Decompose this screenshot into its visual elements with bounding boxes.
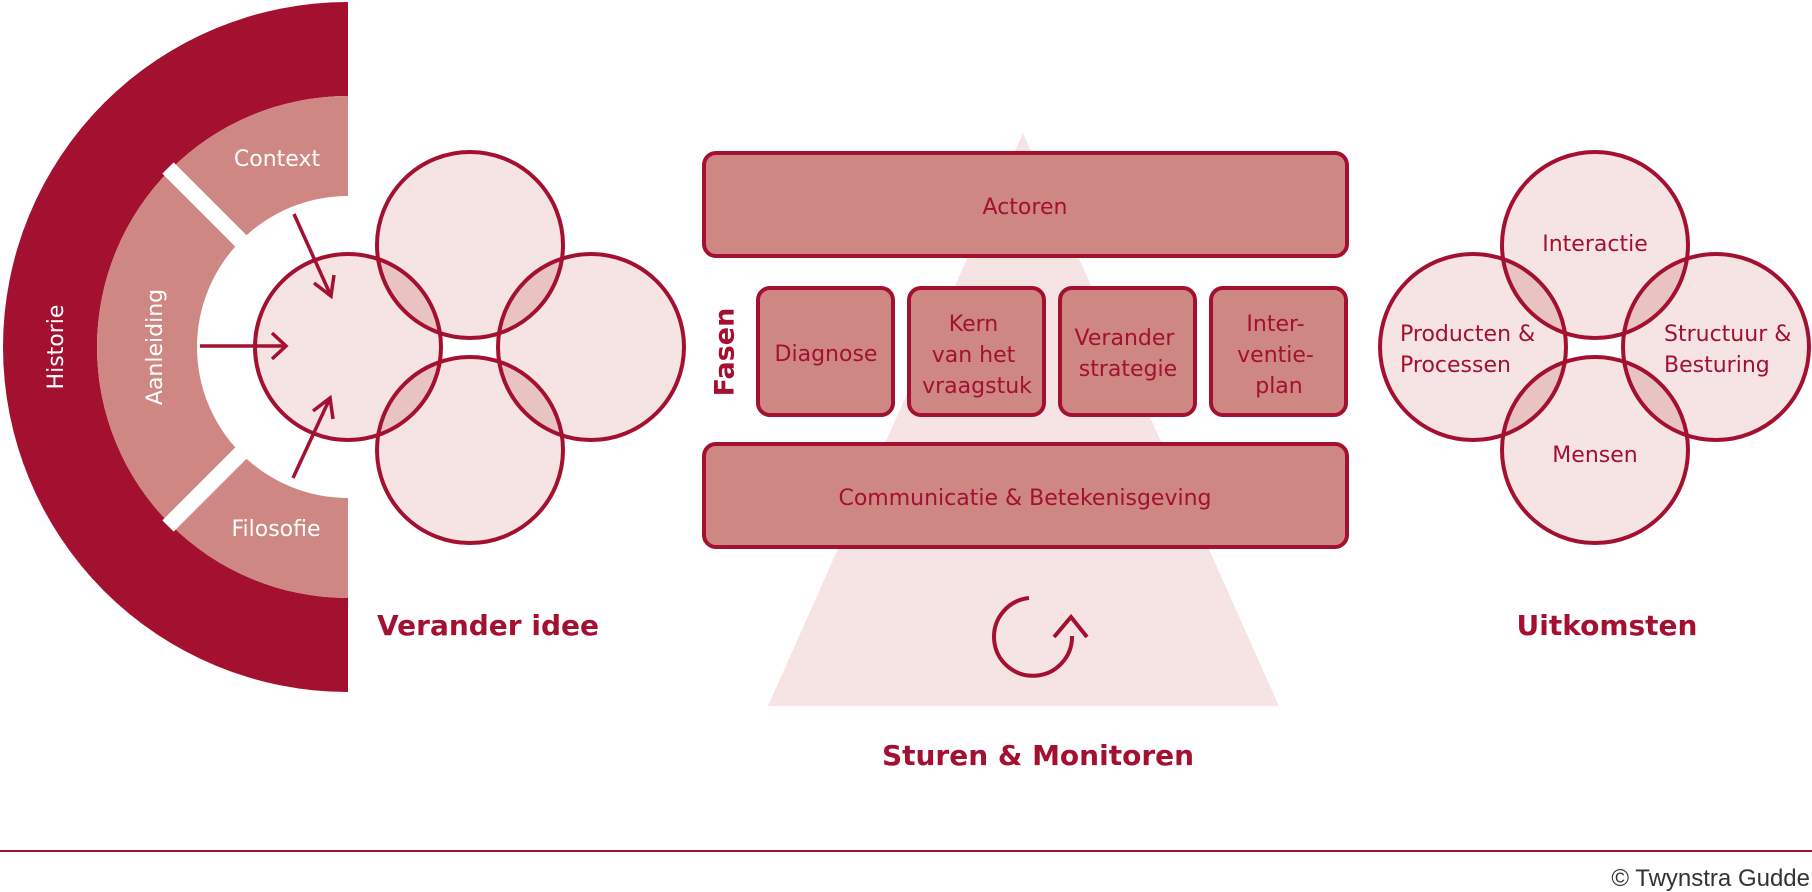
phase-boxes: Diagnose Kern van het vraagstuk Verander… [756, 286, 1348, 417]
phase-interventieplan-label: Inter- ventie- plan [1237, 312, 1321, 399]
copyright-text: © Twynstra Gudde [1611, 865, 1810, 892]
sturen-monitoren-title: Sturen & Monitoren [882, 739, 1194, 772]
producten-label: Producten & Processen [1400, 322, 1542, 378]
verander-idee-title: Verander idee [377, 609, 599, 642]
phase-strategie-label: Verander strategie [1075, 326, 1182, 382]
ring-separator-top [162, 162, 249, 249]
communicatie-bar [702, 442, 1349, 549]
interactie-label: Interactie [1542, 232, 1648, 257]
historie-label: Historie [44, 305, 69, 390]
context-label: Context [234, 147, 321, 172]
phase-box-interventieplan [1209, 286, 1348, 417]
left-semicircle-group: Historie Aanleiding Context Filosofie [3, 2, 348, 692]
structuur-label: Structuur & Besturing [1664, 322, 1798, 378]
inner-ring [97, 96, 348, 598]
phase-box-diagnose [756, 286, 895, 417]
pyramid-background [768, 133, 1279, 706]
communicatie-label: Communicatie & Betekenisgeving [838, 486, 1211, 511]
historie-ring [3, 2, 348, 692]
phase-box-strategie [1058, 286, 1197, 417]
fasen-label: Fasen [710, 308, 741, 397]
aanleiding-label: Aanleiding [143, 289, 168, 405]
idea-arrows [200, 213, 336, 479]
actoren-label: Actoren [983, 195, 1068, 220]
arrow-from-context [292, 213, 333, 297]
cycle-arrow-icon [992, 596, 1089, 678]
filosofie-label: Filosofie [231, 517, 320, 542]
mensen-label: Mensen [1552, 443, 1637, 468]
idea-circles [253, 150, 686, 545]
phase-diagnose-label: Diagnose [775, 342, 878, 367]
actoren-bar [702, 151, 1349, 258]
ring-separator-bottom [162, 445, 249, 532]
outcome-circles: Interactie Producten & Processen Structu… [1378, 150, 1811, 545]
phase-box-kern [907, 286, 1046, 417]
steering-group: Actoren Fasen Diagnose Kern van het vraa… [702, 133, 1349, 772]
arrow-from-filosofie [291, 397, 332, 479]
phase-kern-label: Kern van het vraagstuk [922, 312, 1032, 399]
uitkomsten-title: Uitkomsten [1517, 609, 1698, 642]
